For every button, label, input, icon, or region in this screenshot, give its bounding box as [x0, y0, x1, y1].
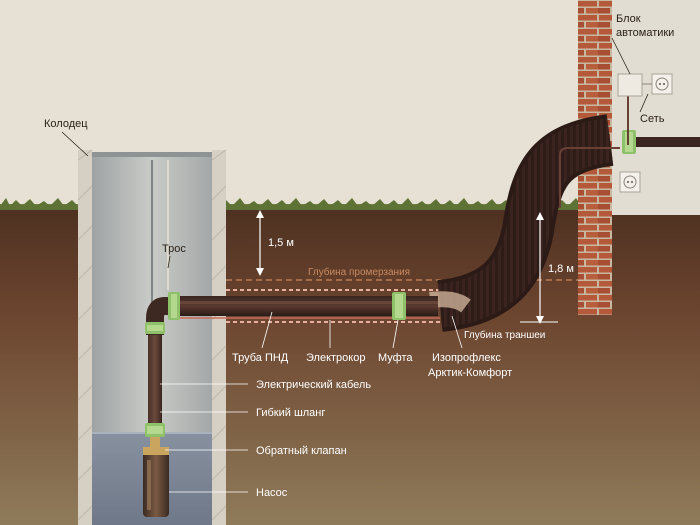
power-socket	[651, 73, 673, 95]
pump-nozzle	[150, 437, 160, 447]
label-automation-line1: Блок	[616, 13, 641, 25]
label-power: Сеть	[640, 113, 665, 125]
pump	[143, 447, 169, 517]
trench-outline	[226, 289, 460, 323]
flexible-hose	[148, 335, 162, 435]
coupling-trench	[392, 292, 406, 320]
isoproflex-corrugation	[437, 118, 614, 328]
label-coupling: Муфта	[378, 352, 413, 364]
label-flexible-hose: Гибкий шланг	[256, 407, 325, 419]
label-trench-depth: Глубина траншеи	[464, 329, 545, 341]
label-isoproflex-line2: Арктик-Комфорт	[428, 367, 512, 379]
label-check-valve: Обратный клапан	[256, 445, 347, 457]
lower-power-socket	[619, 171, 641, 193]
leader-lines-bottom	[160, 311, 463, 493]
label-automation-line2: автоматики	[616, 27, 674, 39]
automation-box	[617, 73, 643, 97]
label-well: Колодец	[44, 118, 88, 130]
check-valve	[145, 423, 165, 437]
label-isoproflex-line1: Изопрофлекс	[432, 352, 501, 364]
pnd-pipe-highlight	[170, 301, 438, 304]
house-pipe	[636, 137, 700, 147]
leader-lines-top	[61, 37, 649, 269]
pipe-elbow	[146, 297, 180, 335]
label-frost-depth: Глубина промерзания	[308, 266, 410, 278]
depth-arrow-1-5m	[256, 210, 264, 276]
coupling-elbow	[145, 322, 165, 334]
coupling-well-top	[168, 292, 180, 320]
label-electrocord: Электрокор	[306, 352, 365, 364]
label-depth-1: 1,5 м	[268, 237, 294, 249]
electric-cable-in-wall	[559, 147, 620, 208]
label-rope: Трос	[162, 243, 186, 255]
label-depth-2: 1,8 м	[548, 263, 574, 275]
label-pnd-pipe: Труба ПНД	[232, 352, 289, 364]
label-pump: Насос	[256, 487, 288, 499]
depth-arrow-1-8m	[536, 212, 544, 324]
label-electric-cable: Электрический кабель	[256, 379, 371, 391]
